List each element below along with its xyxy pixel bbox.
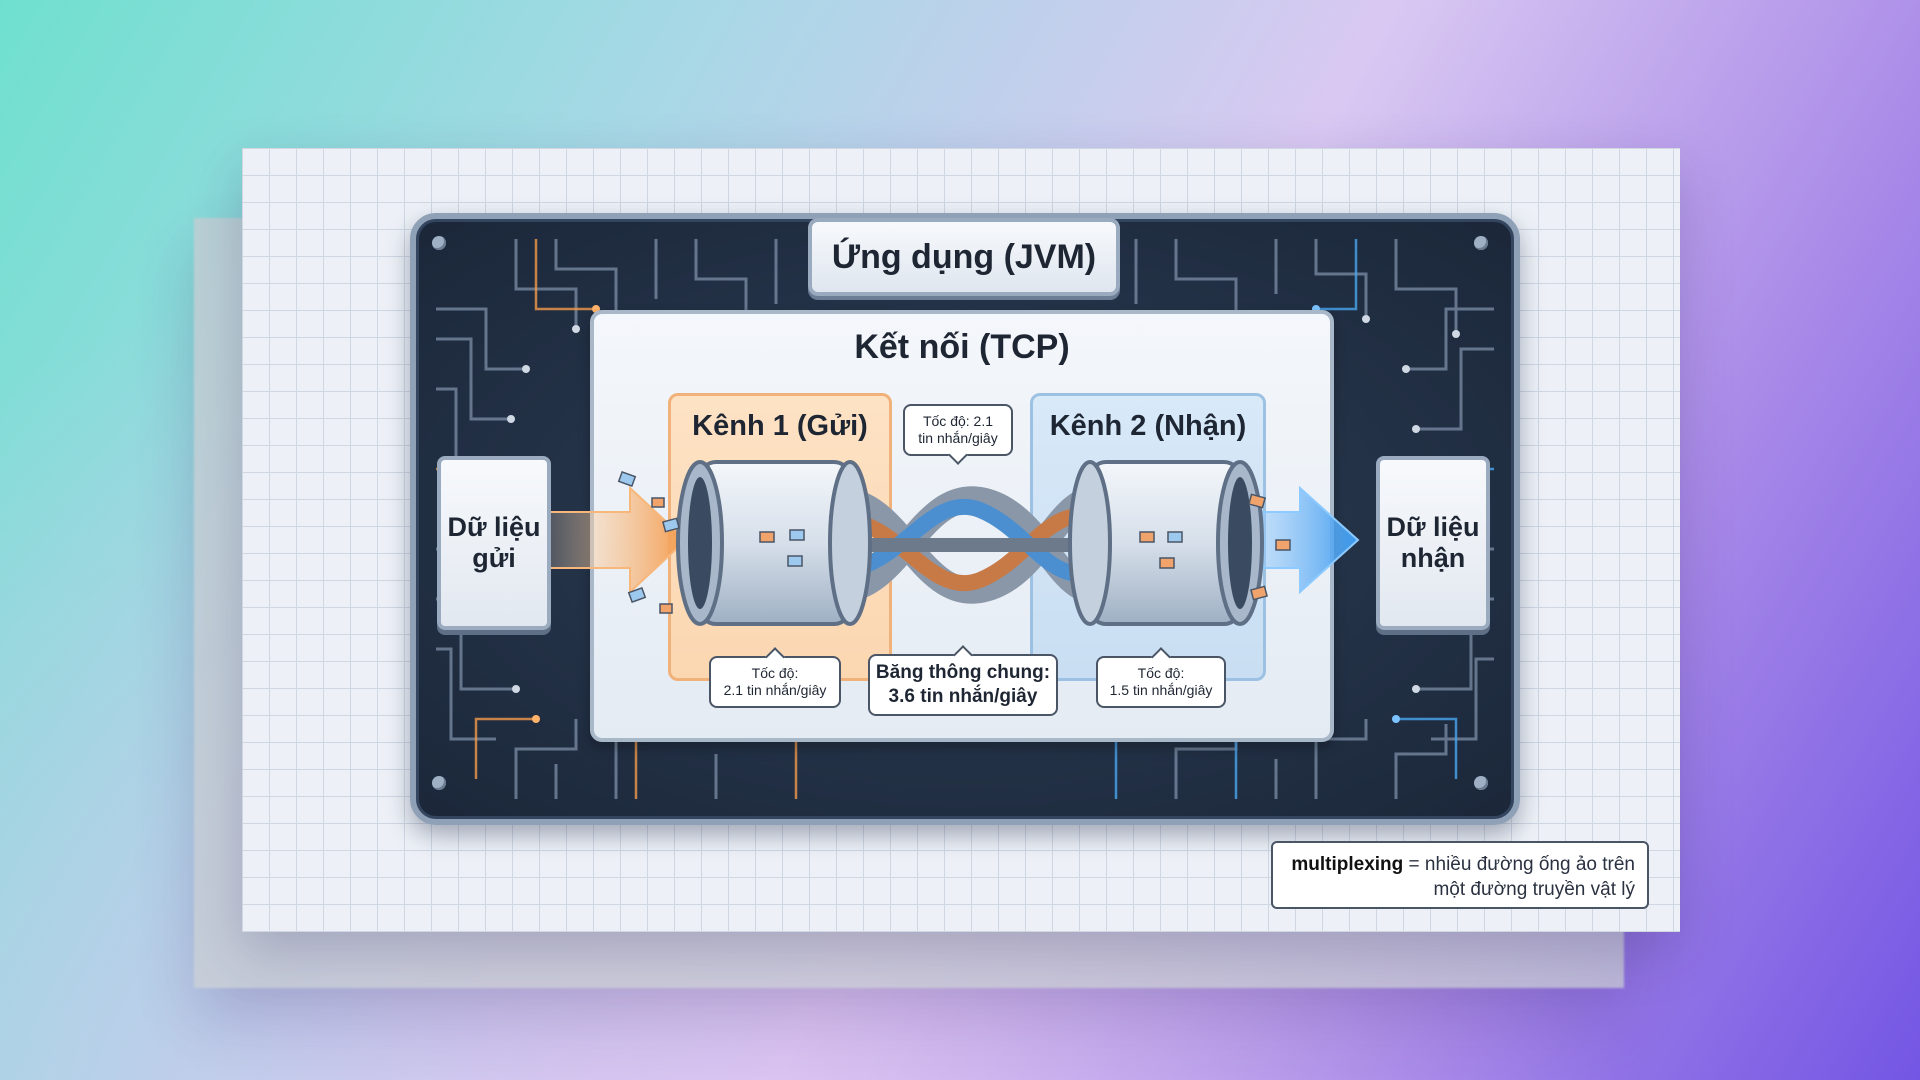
callout-top-line1: Tốc độ: 2.1 [922, 412, 994, 429]
callout-channel-2-speed: Tốc độ:1.5 tin nhắn/giây [1096, 656, 1226, 708]
left-pipe [676, 460, 872, 626]
screw-top-left [432, 236, 446, 250]
send-data-line2: gửi [472, 543, 516, 573]
screw-bottom-right [1474, 776, 1488, 790]
send-data-line1: Dữ liệu [447, 511, 541, 542]
note-line2: một đường truyền vật lý [1433, 878, 1635, 900]
channel-2-label: Kênh 2 (Nhận) [1049, 410, 1247, 442]
callout-channel-1-speed: Tốc độ:2.1 tin nhắn/giây [709, 656, 841, 708]
callout-mid-line1: Băng thông chung: [875, 662, 1051, 684]
multiplexing-note: multiplexing = nhiều đường ống ảo trên m… [1271, 841, 1649, 909]
callout-shared-bandwidth: Băng thông chung:3.6 tin nhắn/giây [868, 654, 1058, 716]
right-pipe [1068, 460, 1264, 626]
channel-1-label: Kênh 1 (Gửi) [692, 410, 868, 442]
screw-top-right [1474, 236, 1488, 250]
data-packets [617, 470, 1291, 614]
screw-bottom-left [432, 776, 446, 790]
callout-right-line1: Tốc độ: [1137, 664, 1185, 681]
callout-mid-line2: 3.6 tin nhắn/giây [888, 686, 1038, 707]
note-line1-rest: = nhiều đường ống ảo trên [1403, 854, 1635, 875]
callout-top-line2: tin nhắn/giây [918, 430, 998, 446]
connection-title: Kết nối (TCP) [854, 328, 1070, 366]
receive-data-line1: Dữ liệu [1386, 511, 1480, 542]
note-term: multiplexing [1291, 854, 1404, 875]
twisted-cables [838, 486, 1104, 604]
receive-data-line2: nhận [1400, 543, 1466, 573]
callout-left-line2: 2.1 tin nhắn/giây [723, 682, 827, 698]
app-title: Ứng dụng (JVM) [808, 218, 1120, 296]
send-arrow [547, 485, 688, 595]
callout-left-line1: Tốc độ: [751, 664, 799, 681]
callout-right-line2: 1.5 tin nhắn/giây [1109, 682, 1213, 698]
